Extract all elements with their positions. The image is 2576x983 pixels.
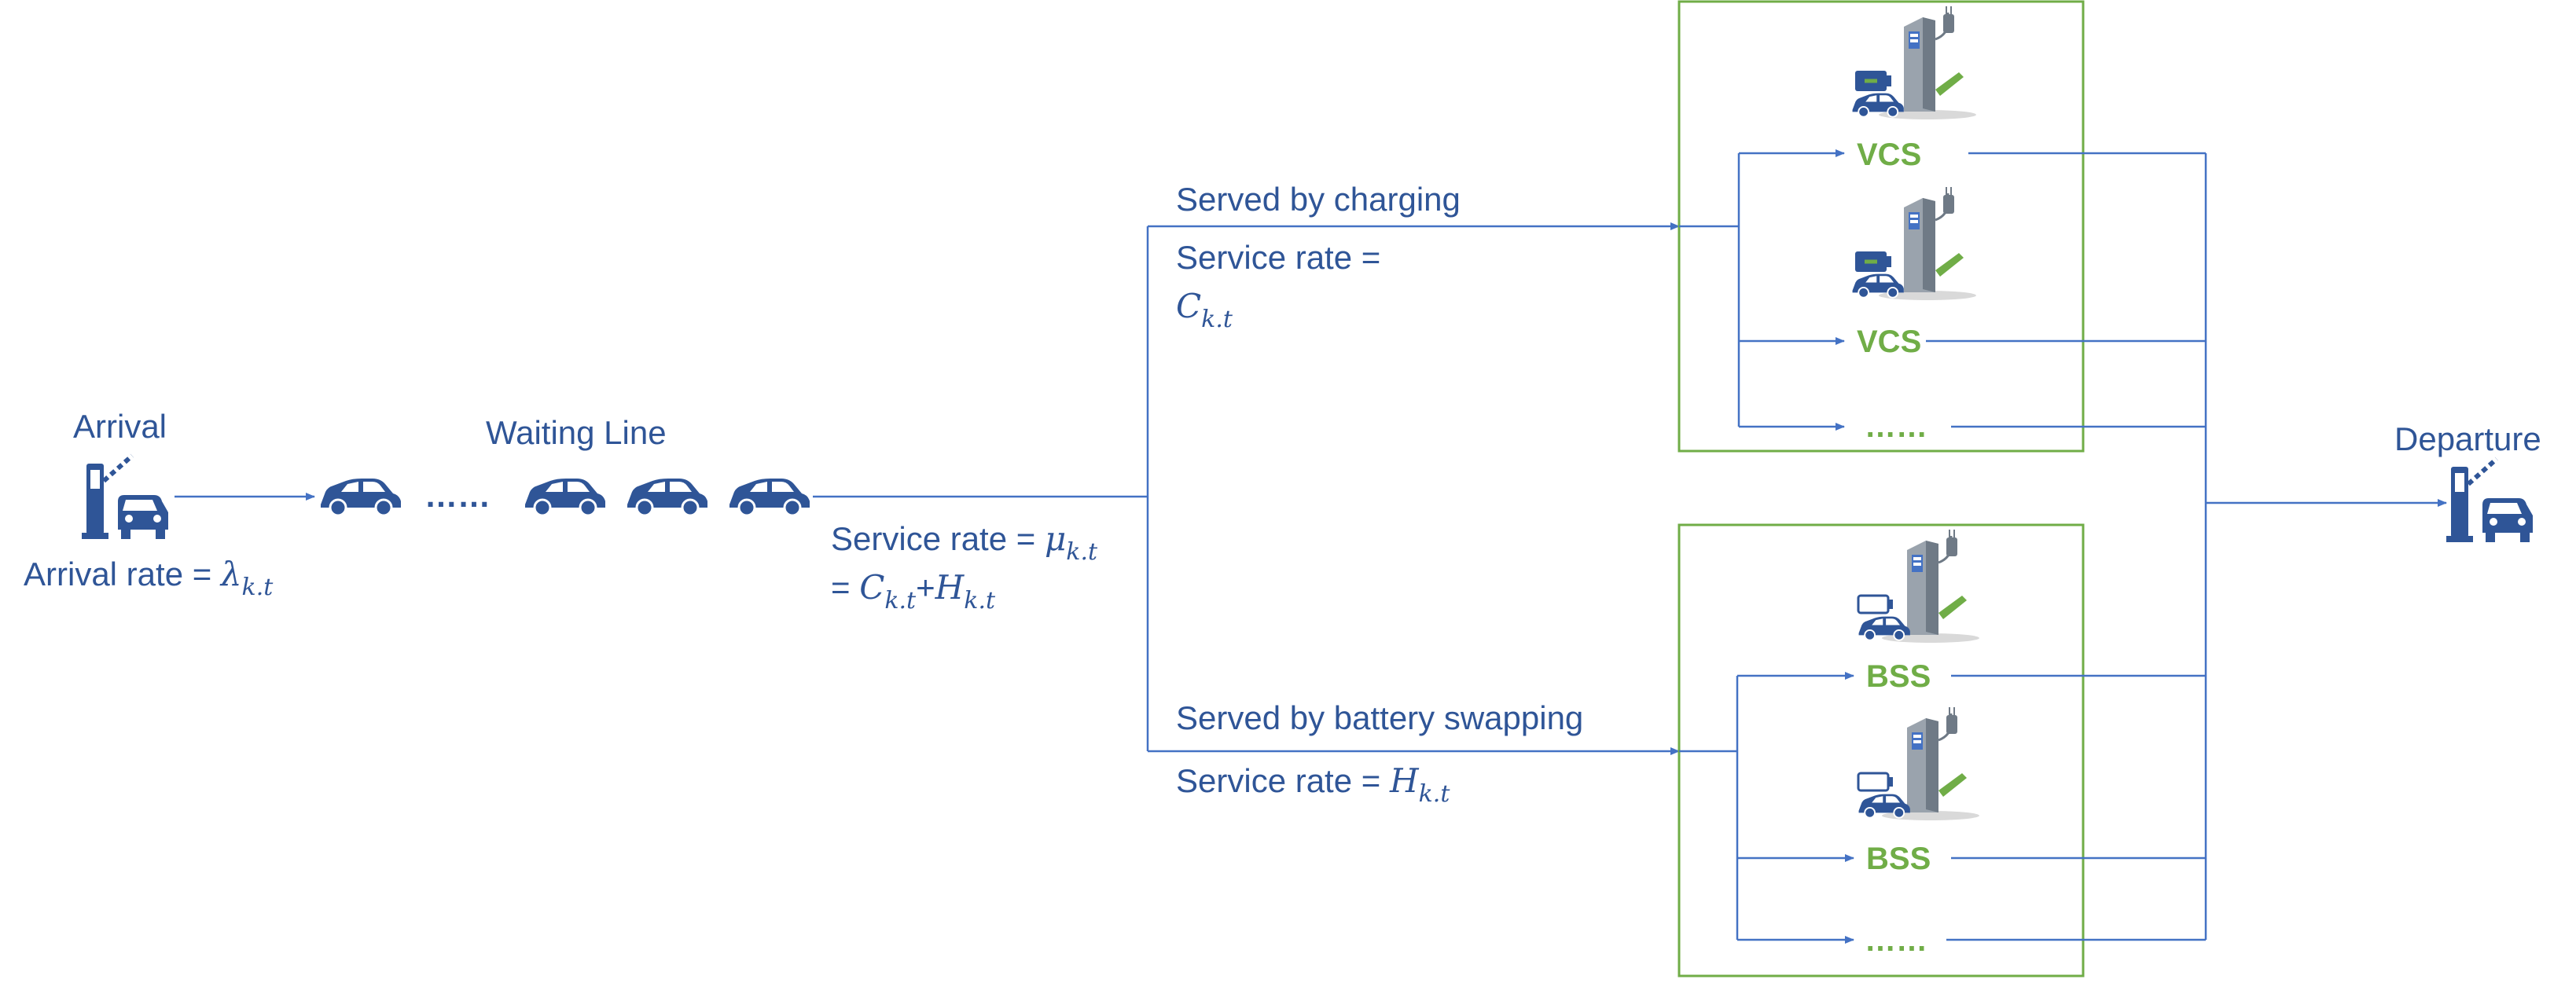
departure-title: Departure (2394, 420, 2541, 457)
arrival-gate-icon (82, 456, 168, 539)
service-rate-c: C (859, 568, 884, 607)
swapping-rate-symbol: H (1389, 761, 1420, 800)
waiting-line-ellipsis: …… (424, 477, 491, 514)
bss-1-label: BSS (1866, 659, 1931, 694)
charging-rate-subscript: k.t (1201, 306, 1233, 333)
departure-gate-icon (2446, 459, 2533, 542)
swapping-rate-label: Service rate = (1176, 762, 1390, 799)
swapping-branch-title: Served by battery swapping (1176, 699, 1583, 736)
swapping-rate: Service rate = Hk.t (1176, 761, 1450, 808)
arrival-rate-symbol: λ (219, 555, 242, 593)
charging-branch-title: Served by charging (1176, 181, 1461, 218)
charging-rate-label: Service rate = (1176, 239, 1380, 276)
arrival-rate-label: Arrival rate = λk.t (24, 555, 274, 601)
waiting-line-title: Waiting Line (486, 414, 667, 451)
swapping-stations-box (1678, 523, 2085, 977)
swapping-rate-subscript: k.t (1419, 780, 1451, 808)
service-rate-equals: = (831, 569, 859, 606)
bss-2-label: BSS (1866, 842, 1931, 876)
vcs-2-label: VCS (1857, 325, 1921, 359)
bss-more-label: …… (1865, 923, 1927, 958)
service-rate-mu-subscript: k.t (1066, 538, 1098, 566)
charging-rate-value: Ck.t (1176, 287, 1233, 333)
charging-station-icon (1853, 6, 1976, 119)
service-rate-total: Service rate = μk.t (831, 519, 1098, 566)
car-icon (319, 477, 402, 517)
car-icon (626, 477, 709, 517)
vcs-1-label: VCS (1857, 138, 1921, 172)
car-icon (728, 477, 811, 517)
service-rate-h-subscript: k.t (964, 587, 996, 614)
service-rate-total-label: Service rate = (831, 520, 1045, 557)
arrival-rate-subscript: k.t (242, 574, 274, 601)
service-rate-c-subscript: k.t (884, 587, 917, 614)
vcs-more-label: …… (1865, 409, 1927, 444)
service-rate-mu: μ (1045, 519, 1066, 558)
arrival-rate-text: Arrival rate = (24, 556, 221, 592)
charging-station-icon (1853, 187, 1976, 300)
charging-rate-symbol: C (1176, 287, 1201, 325)
swapping-station-icon (1858, 530, 1979, 643)
arrival-title: Arrival (73, 408, 167, 445)
service-rate-h: H (935, 568, 965, 607)
car-icon (524, 477, 607, 517)
service-rate-plus: + (916, 569, 935, 606)
service-rate-sum: = Ck.t+Hk.t (831, 568, 996, 614)
swapping-station-icon (1858, 707, 1979, 820)
